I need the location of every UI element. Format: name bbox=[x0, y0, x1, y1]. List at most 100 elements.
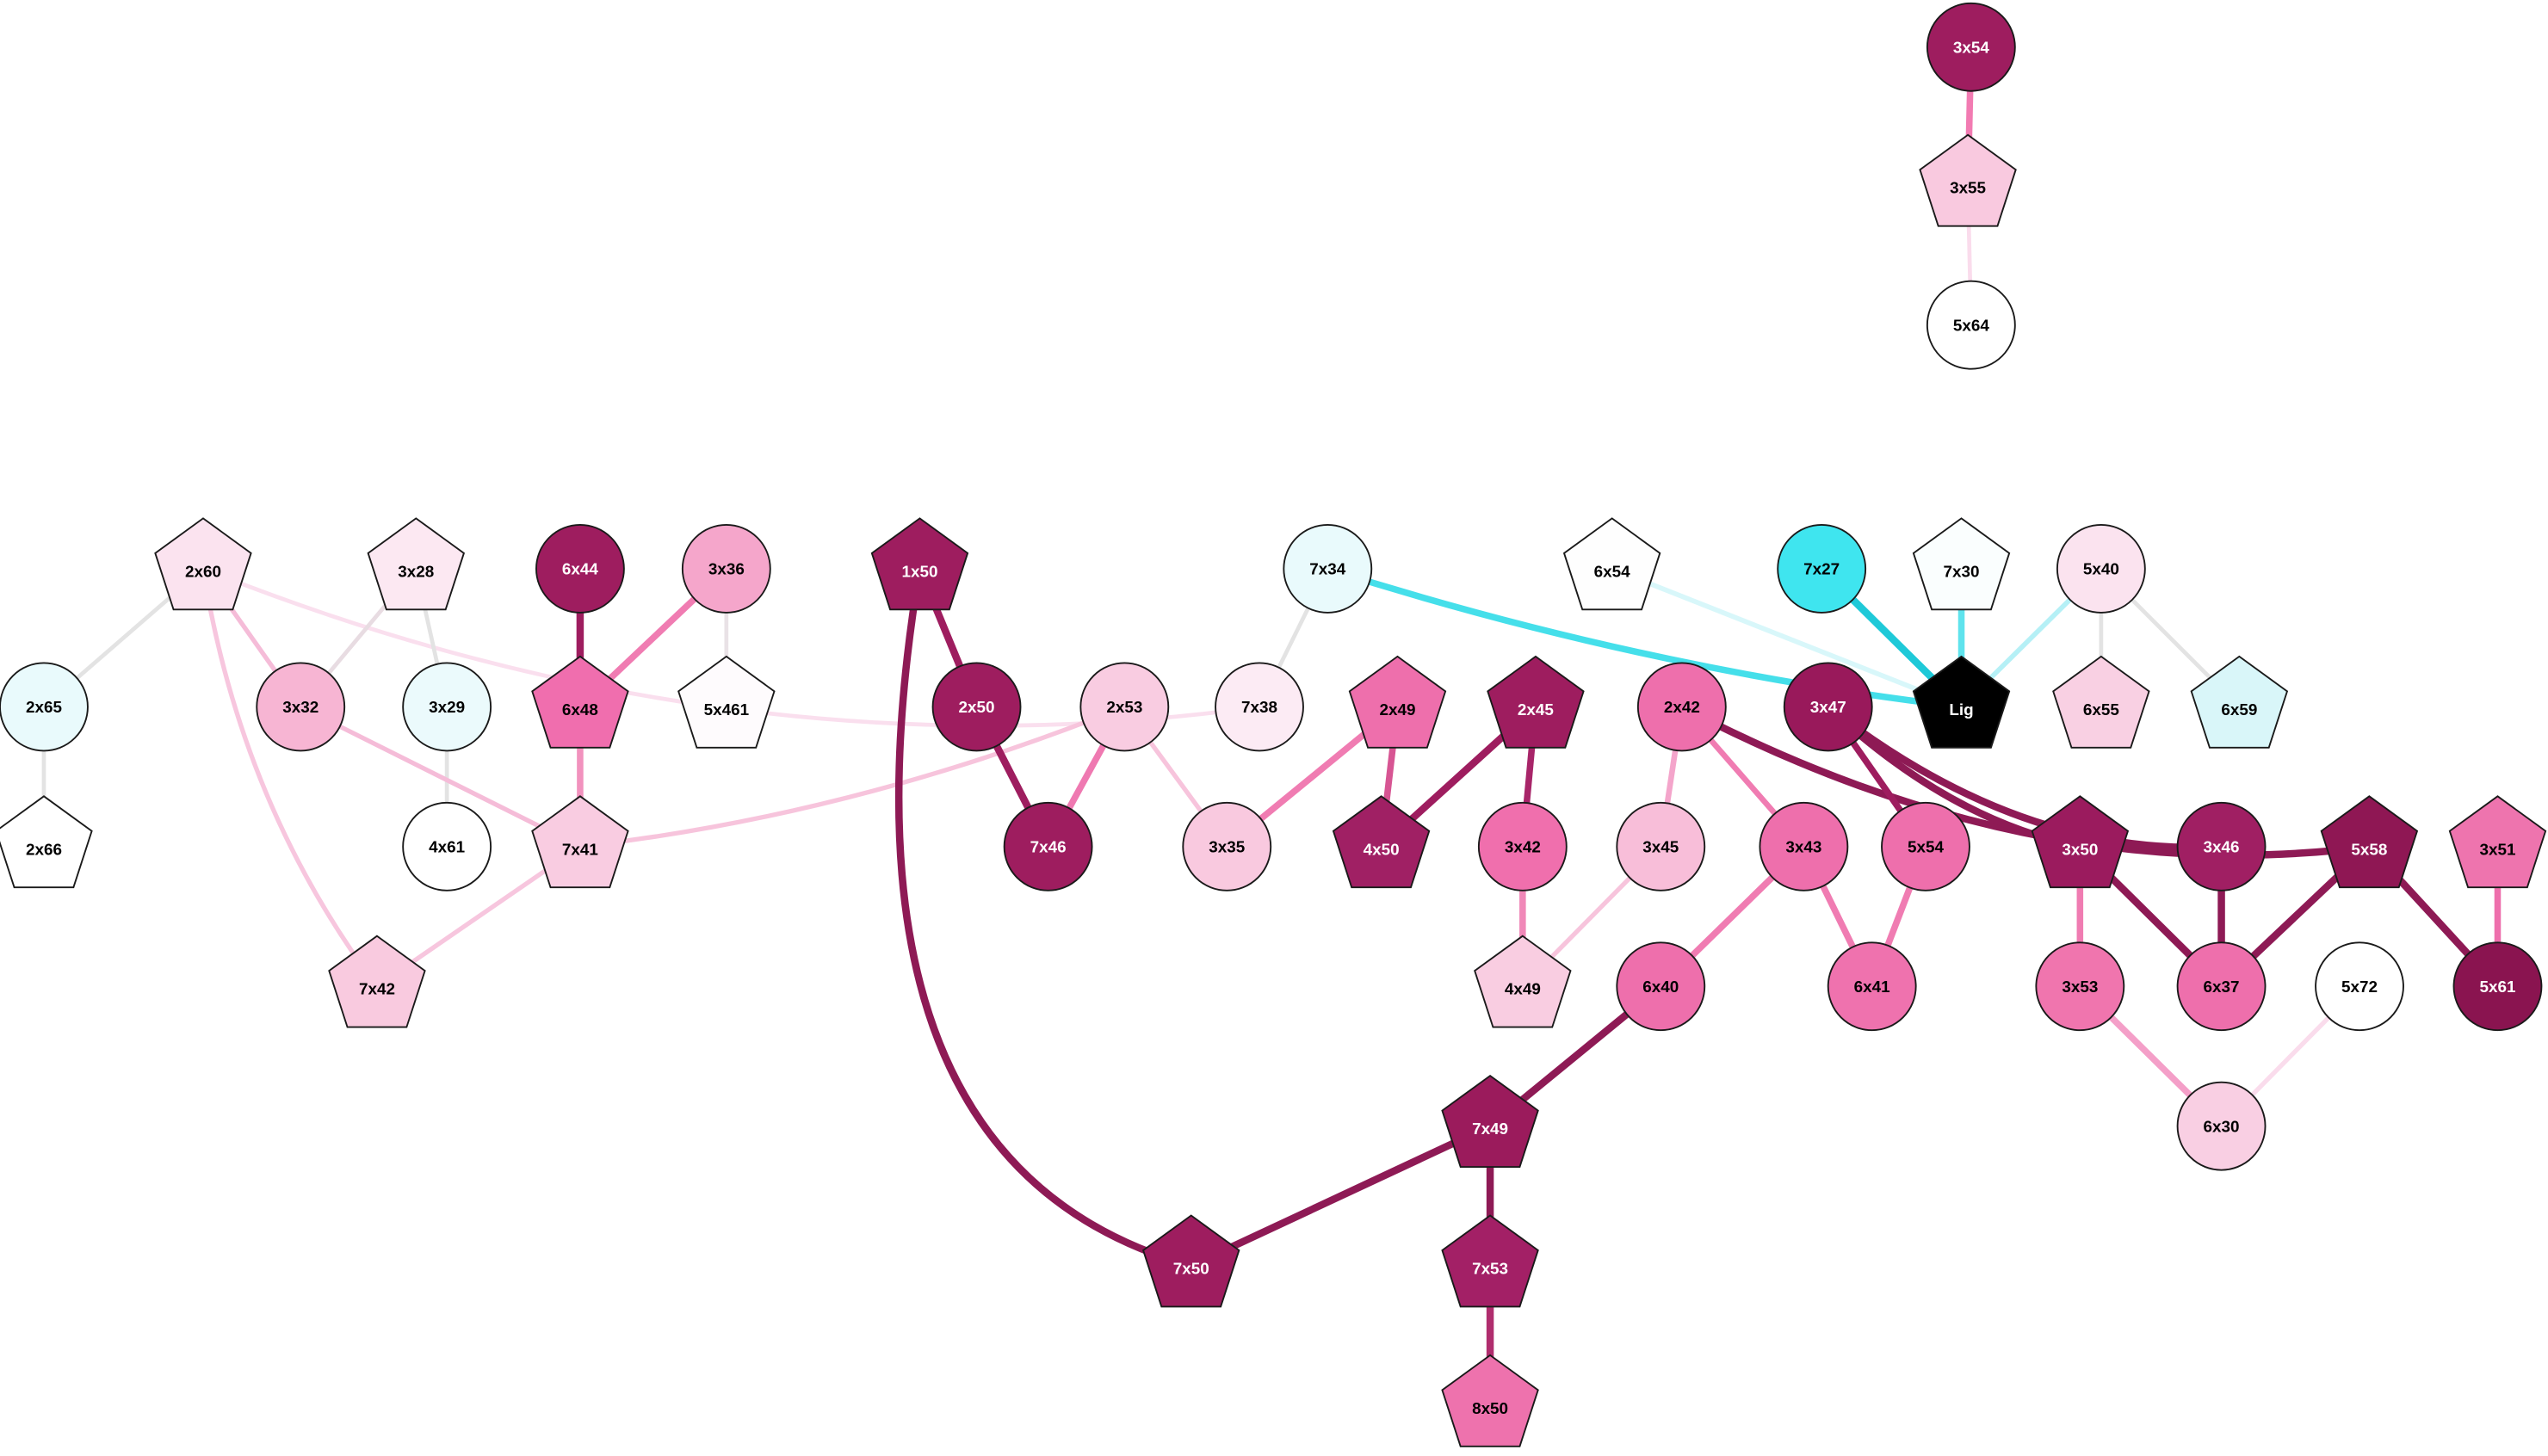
node-circle-3x53[interactable] bbox=[2035, 941, 2125, 1032]
node-6x37[interactable]: 6x37 bbox=[2176, 941, 2267, 1032]
node-circle-6x44[interactable] bbox=[535, 524, 625, 614]
node-7x42[interactable]: 7x42 bbox=[328, 935, 426, 1028]
node-circle-7x34[interactable] bbox=[1283, 524, 1373, 614]
node-6x40[interactable]: 6x40 bbox=[1616, 941, 1706, 1032]
node-5x64[interactable]: 5x64 bbox=[1926, 280, 2016, 370]
node-2x45[interactable]: 2x45 bbox=[1487, 655, 1585, 749]
node-circle-3x46[interactable] bbox=[2176, 801, 2267, 891]
node-pentagon-8x50[interactable] bbox=[1441, 1354, 1539, 1447]
node-6x59[interactable]: 6x59 bbox=[2190, 655, 2289, 749]
node-pentagon-3x50[interactable] bbox=[2031, 795, 2130, 889]
node-circle-3x47[interactable] bbox=[1783, 662, 1873, 752]
node-circle-3x43[interactable] bbox=[1759, 801, 1849, 891]
node-pentagon-1x50[interactable] bbox=[870, 517, 969, 611]
node-2x53[interactable]: 2x53 bbox=[1079, 662, 1170, 752]
node-3x45[interactable]: 3x45 bbox=[1616, 801, 1706, 891]
node-circle-3x36[interactable] bbox=[681, 524, 771, 614]
node-pentagon-6x48[interactable] bbox=[531, 655, 629, 749]
node-circle-5x64[interactable] bbox=[1926, 280, 2016, 370]
node-3x51[interactable]: 3x51 bbox=[2448, 795, 2547, 889]
node-pentagon-6x59[interactable] bbox=[2190, 655, 2289, 749]
node-1x50[interactable]: 1x50 bbox=[870, 517, 969, 611]
node-6x48[interactable]: 6x48 bbox=[531, 655, 629, 749]
node-5x461[interactable]: 5x461 bbox=[677, 655, 776, 749]
node-3x55[interactable]: 3x55 bbox=[1919, 133, 2017, 227]
node-circle-3x35[interactable] bbox=[1182, 801, 1272, 891]
node-5x54[interactable]: 5x54 bbox=[1881, 801, 1970, 891]
node-2x50[interactable]: 2x50 bbox=[931, 662, 1022, 752]
node-pentagon-2x66[interactable] bbox=[0, 795, 93, 889]
node-circle-6x40[interactable] bbox=[1616, 941, 1706, 1032]
node-7x46[interactable]: 7x46 bbox=[1003, 801, 1093, 891]
node-circle-5x72[interactable] bbox=[2315, 941, 2404, 1032]
node-3x47[interactable]: 3x47 bbox=[1783, 662, 1873, 752]
node-circle-6x37[interactable] bbox=[2176, 941, 2267, 1032]
node-circle-7x38[interactable] bbox=[1215, 662, 1304, 752]
node-6x54[interactable]: 6x54 bbox=[1562, 517, 1661, 611]
node-pentagon-Lig[interactable] bbox=[1912, 655, 2011, 749]
node-pentagon-7x50[interactable] bbox=[1141, 1214, 1240, 1308]
node-4x61[interactable]: 4x61 bbox=[402, 801, 492, 891]
node-3x50[interactable]: 3x50 bbox=[2031, 795, 2130, 889]
node-circle-5x54[interactable] bbox=[1881, 801, 1970, 891]
node-5x40[interactable]: 5x40 bbox=[2056, 524, 2146, 614]
node-7x30[interactable]: 7x30 bbox=[1912, 517, 2011, 611]
node-circle-3x45[interactable] bbox=[1616, 801, 1706, 891]
node-pentagon-7x41[interactable] bbox=[531, 795, 629, 889]
node-5x58[interactable]: 5x58 bbox=[2320, 795, 2419, 889]
node-circle-2x53[interactable] bbox=[1079, 662, 1170, 752]
node-pentagon-6x54[interactable] bbox=[1562, 517, 1661, 611]
node-3x46[interactable]: 3x46 bbox=[2176, 801, 2267, 891]
node-6x55[interactable]: 6x55 bbox=[2052, 655, 2150, 749]
node-3x29[interactable]: 3x29 bbox=[402, 662, 492, 752]
node-4x50[interactable]: 4x50 bbox=[1332, 795, 1431, 889]
node-5x61[interactable]: 5x61 bbox=[2452, 941, 2543, 1032]
node-pentagon-5x461[interactable] bbox=[677, 655, 776, 749]
node-3x53[interactable]: 3x53 bbox=[2035, 941, 2125, 1032]
node-circle-2x50[interactable] bbox=[931, 662, 1022, 752]
node-pentagon-3x28[interactable] bbox=[367, 517, 466, 611]
node-pentagon-4x49[interactable] bbox=[1474, 935, 1572, 1028]
node-3x35[interactable]: 3x35 bbox=[1182, 801, 1272, 891]
node-3x43[interactable]: 3x43 bbox=[1759, 801, 1849, 891]
node-7x34[interactable]: 7x34 bbox=[1283, 524, 1373, 614]
node-circle-3x54[interactable] bbox=[1926, 2, 2016, 92]
node-pentagon-2x45[interactable] bbox=[1487, 655, 1585, 749]
node-pentagon-7x42[interactable] bbox=[328, 935, 426, 1028]
node-7x38[interactable]: 7x38 bbox=[1215, 662, 1304, 752]
node-circle-6x30[interactable] bbox=[2176, 1081, 2267, 1171]
node-pentagon-7x30[interactable] bbox=[1912, 517, 2011, 611]
node-3x32[interactable]: 3x32 bbox=[256, 662, 346, 752]
node-circle-7x46[interactable] bbox=[1003, 801, 1093, 891]
node-2x66[interactable]: 2x66 bbox=[0, 795, 93, 889]
node-6x41[interactable]: 6x41 bbox=[1827, 941, 1917, 1032]
node-circle-2x65[interactable] bbox=[0, 662, 89, 752]
node-8x50[interactable]: 8x50 bbox=[1441, 1354, 1539, 1447]
node-circle-6x41[interactable] bbox=[1827, 941, 1917, 1032]
node-7x53[interactable]: 7x53 bbox=[1441, 1214, 1539, 1308]
node-7x50[interactable]: 7x50 bbox=[1141, 1214, 1240, 1308]
node-circle-3x42[interactable] bbox=[1477, 801, 1568, 891]
node-6x30[interactable]: 6x30 bbox=[2176, 1081, 2267, 1171]
node-7x27[interactable]: 7x27 bbox=[1777, 524, 1867, 614]
node-7x41[interactable]: 7x41 bbox=[531, 795, 629, 889]
node-3x42[interactable]: 3x42 bbox=[1477, 801, 1568, 891]
node-6x44[interactable]: 6x44 bbox=[535, 524, 625, 614]
node-pentagon-3x55[interactable] bbox=[1919, 133, 2017, 227]
node-circle-4x61[interactable] bbox=[402, 801, 492, 891]
node-circle-5x40[interactable] bbox=[2056, 524, 2146, 614]
node-2x42[interactable]: 2x42 bbox=[1636, 662, 1727, 752]
node-2x49[interactable]: 2x49 bbox=[1348, 655, 1447, 749]
node-7x49[interactable]: 7x49 bbox=[1441, 1074, 1539, 1168]
node-2x60[interactable]: 2x60 bbox=[154, 517, 252, 611]
node-pentagon-6x55[interactable] bbox=[2052, 655, 2150, 749]
node-pentagon-5x58[interactable] bbox=[2320, 795, 2419, 889]
node-3x54[interactable]: 3x54 bbox=[1926, 2, 2016, 92]
node-circle-3x32[interactable] bbox=[256, 662, 346, 752]
node-pentagon-4x50[interactable] bbox=[1332, 795, 1431, 889]
node-pentagon-3x51[interactable] bbox=[2448, 795, 2547, 889]
node-pentagon-7x53[interactable] bbox=[1441, 1214, 1539, 1308]
node-circle-5x61[interactable] bbox=[2452, 941, 2543, 1032]
node-circle-2x42[interactable] bbox=[1636, 662, 1727, 752]
node-pentagon-7x49[interactable] bbox=[1441, 1074, 1539, 1168]
